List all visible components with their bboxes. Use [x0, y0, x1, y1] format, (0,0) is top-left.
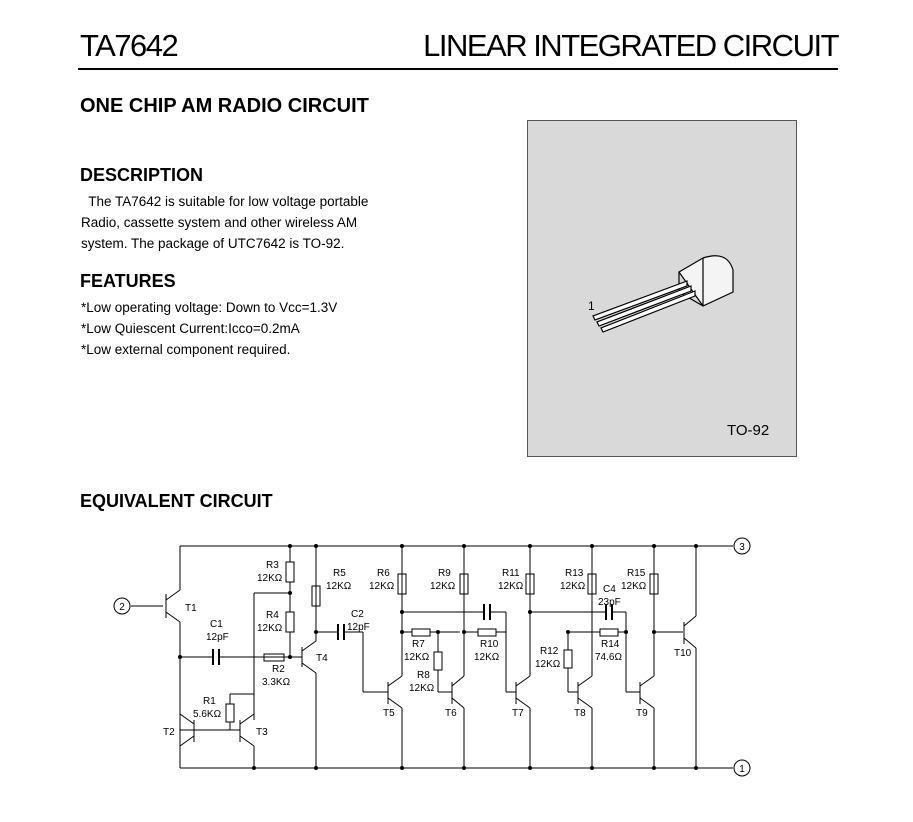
transistor-label: T3	[256, 727, 268, 738]
resistor-name: R14	[601, 639, 620, 650]
feature-item: *Low operating voltage: Down to Vcc=1.3V	[81, 300, 338, 315]
transistor-label: T6	[445, 708, 457, 719]
package-image-panel	[527, 120, 797, 457]
transistor-label: T4	[316, 653, 328, 664]
resistor-value: 12KΩ	[257, 573, 283, 584]
resistor-name: R4	[266, 610, 279, 621]
to92-package-drawing	[592, 255, 734, 333]
resistor-value: 12KΩ	[498, 581, 524, 592]
capacitor-name: C4	[603, 584, 616, 595]
resistor-name: R2	[272, 664, 285, 675]
transistor-label: T9	[636, 708, 648, 719]
transistor-label: T8	[574, 708, 586, 719]
resistor-name: R10	[480, 639, 499, 650]
resistor-value: 12KΩ	[257, 623, 283, 634]
resistor-name: R3	[266, 560, 279, 571]
transistor-label: T5	[383, 708, 395, 719]
feature-item: *Low external component required.	[81, 342, 291, 357]
transistor-label: T7	[512, 708, 524, 719]
resistor-name: R11	[502, 568, 520, 579]
resistor-name: R1	[203, 696, 216, 707]
page-title: ONE CHIP AM RADIO CIRCUIT	[80, 95, 369, 117]
pin-number: 3	[739, 542, 745, 553]
resistor-value: 12KΩ	[621, 581, 647, 592]
feature-item: *Low Quiescent Current:Iccо=0.2mA	[81, 321, 300, 336]
transistor-label: T10	[674, 648, 692, 659]
resistor-name: R9	[438, 568, 451, 579]
features-list: *Low operating voltage: Down to Vcc=1.3V…	[81, 297, 337, 360]
description-line: Radio, cassette system and other wireles…	[81, 215, 358, 230]
resistor-value: 12KΩ	[560, 581, 586, 592]
description-heading: DESCRIPTION	[80, 165, 204, 185]
resistor-value: 12KΩ	[430, 581, 456, 592]
pin-1-marker	[733, 759, 751, 777]
capacitor-name: C2	[351, 609, 364, 620]
description-line: The TA7642 is suitable for low voltage p…	[81, 194, 369, 209]
resistor-name: R15	[627, 568, 646, 579]
transistor-label: T2	[163, 727, 175, 738]
resistor-value: 12KΩ	[404, 652, 430, 663]
capacitor-value: 23pF	[598, 597, 621, 608]
pin-3-marker	[733, 537, 751, 555]
equivalent-circuit-heading: EQUIVALENT CIRCUIT	[80, 491, 273, 511]
capacitor-value: 12pF	[347, 622, 370, 633]
transistor-label: T1	[185, 603, 197, 614]
part-number: TA7642	[80, 28, 179, 63]
pin-2-marker	[113, 597, 131, 615]
resistor-value: 12KΩ	[535, 659, 561, 670]
package-name: TO-92	[727, 422, 770, 439]
resistor-value: 74.6Ω	[595, 652, 622, 663]
features-heading: FEATURES	[80, 271, 176, 291]
resistor-name: R7	[412, 639, 425, 650]
resistor-value: 12KΩ	[409, 683, 435, 694]
capacitor-name: C1	[210, 619, 223, 630]
description-text: The TA7642 is suitable for low voltage p…	[81, 191, 421, 254]
header-rule	[78, 68, 838, 70]
resistor-value: 12KΩ	[474, 652, 500, 663]
resistor-name: R13	[565, 568, 584, 579]
document-type: LINEAR INTEGRATED CIRCUIT	[423, 28, 839, 63]
resistor-value: 12KΩ	[369, 581, 395, 592]
resistor-name: R12	[540, 646, 559, 657]
pin-1-label: 1	[588, 299, 595, 313]
capacitor-value: 12pF	[206, 632, 229, 643]
resistor-value: 5.6KΩ	[193, 709, 222, 720]
pin-number: 2	[119, 602, 125, 613]
description-line: system. The package of UTC7642 is TO-92.	[81, 236, 345, 251]
resistor-value: 12KΩ	[326, 581, 352, 592]
resistor-name: R5	[333, 568, 346, 579]
pin-number: 1	[739, 764, 745, 775]
resistor-name: R6	[377, 568, 390, 579]
resistor-name: R8	[417, 670, 430, 681]
resistor-value: 3.3KΩ	[262, 677, 291, 688]
